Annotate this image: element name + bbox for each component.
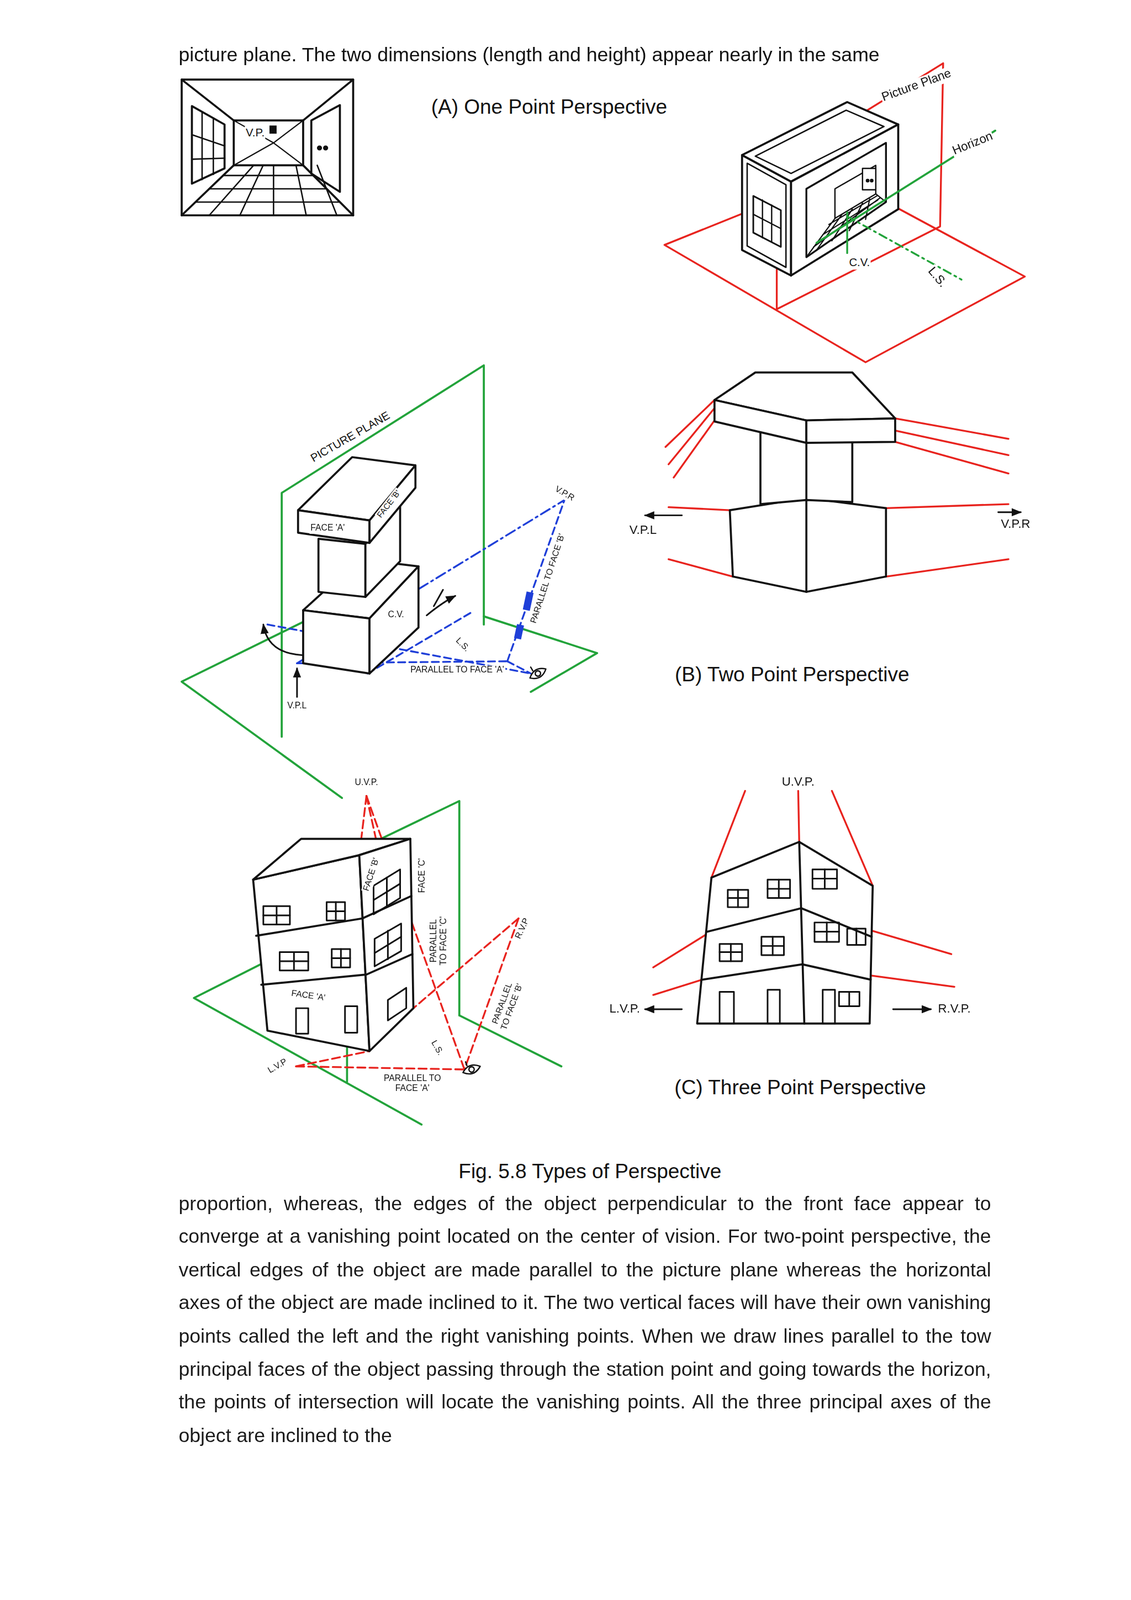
three-point-building <box>645 790 955 1024</box>
point-label: V.P.L <box>286 701 309 712</box>
line-label: L.S. <box>452 635 473 655</box>
point-label: L.V.P. <box>608 1002 642 1017</box>
line-label: L.S. <box>923 263 950 292</box>
point-label: R.V.P. <box>937 1002 972 1017</box>
line-label: Horizon <box>949 129 997 160</box>
panel-title: (B) Two Point Perspective <box>673 662 911 687</box>
point-label: C.V. <box>848 255 871 269</box>
one-point-setup <box>664 63 1025 363</box>
two-point-setup <box>181 365 597 799</box>
line-label: PARALLEL TO FACE 'B' <box>488 975 527 1036</box>
face-label: FACE 'C' <box>417 857 428 895</box>
point-label: L.V.P <box>265 1056 290 1077</box>
face-label: FACE 'A' <box>309 523 347 534</box>
panel-title: (A) One Point Perspective <box>430 95 669 120</box>
line-label: PARALLEL TO FACE 'C' <box>429 912 449 970</box>
line-label: PARALLEL TO FACE 'A' <box>382 1074 442 1094</box>
body-paragraph: proportion, whereas, the edges of the ob… <box>178 1187 991 1453</box>
point-label: U.V.P. <box>353 778 380 789</box>
plane-label: PICTURE PLANE <box>307 408 394 466</box>
line-label: L.S. <box>427 1038 446 1059</box>
two-point-building <box>645 372 1021 593</box>
point-label: C.V. <box>387 610 406 621</box>
point-label: V.P. <box>244 126 266 140</box>
body-text: picture plane. The two dimensions (lengt… <box>178 43 880 67</box>
line-label: PARALLEL TO FACE 'A' <box>409 665 505 676</box>
point-label: V.P.L <box>628 523 658 538</box>
point-label: U.V.P. <box>780 775 816 791</box>
panel-title: (C) Three Point Perspective <box>673 1076 928 1101</box>
three-point-setup <box>193 796 562 1125</box>
one-point-room <box>181 79 354 216</box>
point-label: V.P.R <box>1000 517 1032 532</box>
figure-caption: Fig. 5.8 Types of Perspective <box>457 1160 723 1185</box>
